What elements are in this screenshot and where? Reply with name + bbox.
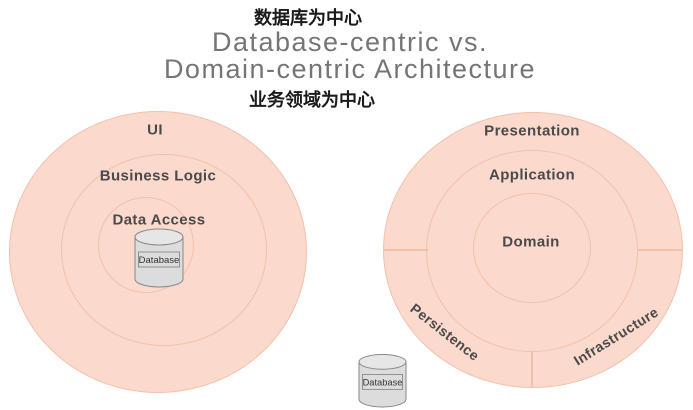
presentation-label: Presentation — [484, 122, 580, 140]
chinese-annotation-bottom: 业务领域为中心 — [249, 90, 375, 110]
sector-divider-right — [638, 249, 682, 251]
ui-label: UI — [147, 121, 163, 139]
database-cylinder-icon-right: Database — [358, 354, 407, 408]
database-label-right: Database — [363, 377, 403, 387]
page-title-line2: Domain-centric Architecture — [163, 54, 537, 84]
application-label: Application — [488, 166, 576, 184]
business-logic-label: Business Logic — [99, 167, 217, 185]
right-inner-ring-domain — [473, 193, 591, 303]
sector-divider-bottom — [531, 352, 533, 387]
database-label-left: Database — [139, 255, 180, 266]
chinese-annotation-top: 数据库为中心 — [254, 8, 362, 28]
database-cylinder-icon-left: Database — [134, 228, 184, 288]
domain-label: Domain — [502, 233, 560, 251]
data-access-label: Data Access — [112, 211, 206, 229]
sector-divider-left — [384, 249, 428, 251]
page-title-line1: Database-centric vs. — [211, 27, 489, 57]
left-middle-ring-business-logic — [61, 154, 267, 346]
